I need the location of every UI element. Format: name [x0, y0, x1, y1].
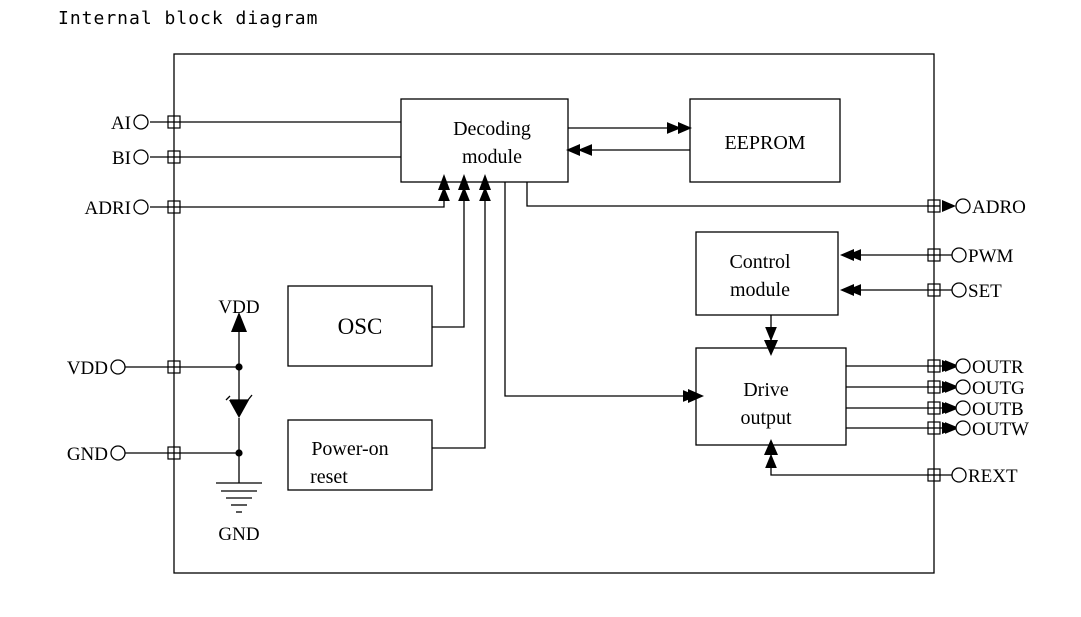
block-power-on-reset[interactable]: Power-on reset: [287, 419, 433, 491]
boundary-pad-rext: [927, 468, 941, 482]
arrowhead-adro-out: [942, 200, 956, 212]
block-label-por-1: Power-on: [311, 438, 388, 460]
wire-decoding-to-drive: [504, 182, 698, 402]
pin-ai[interactable]: [133, 114, 181, 130]
block-label-control-2: module: [730, 279, 790, 301]
vdd-rail-label: VDD: [218, 297, 259, 318]
block-label-drive-2: output: [740, 407, 792, 429]
arrowhead-adri-into-decoding: [438, 174, 450, 190]
pin-outb[interactable]: [955, 400, 971, 416]
arrowhead-decoding-into-eeprom: [678, 122, 692, 134]
pin-set[interactable]: [951, 282, 967, 298]
boundary-pad-set: [927, 283, 941, 297]
boundary-pad-outg: [927, 380, 941, 394]
pin-label-rext: REXT: [968, 466, 1018, 487]
pin-label-vdd: VDD: [67, 358, 108, 379]
arrowhead-outb-out: [942, 402, 956, 414]
pin-label-outr: OUTR: [972, 357, 1024, 378]
arrowhead-por-into-decoding: [479, 174, 491, 190]
pin-pwm[interactable]: [951, 247, 967, 263]
arrowhead-outw-out: [942, 422, 956, 434]
arrowhead-set-into-control: [840, 284, 854, 296]
pin-gnd[interactable]: [110, 445, 243, 461]
pin-label-adri: ADRI: [85, 198, 131, 219]
arrowhead-osc-into-decoding: [458, 174, 470, 190]
block-label-por-2: reset: [310, 466, 348, 488]
arrowhead-decoding-into-drive: [688, 389, 704, 403]
block-osc[interactable]: OSC: [287, 285, 433, 367]
arrowhead-rext-into-drive: [764, 439, 778, 455]
pin-vdd[interactable]: [110, 359, 243, 375]
pin-label-outb: OUTB: [972, 399, 1024, 420]
wire-adri: [150, 186, 450, 208]
pin-label-outw: OUTW: [972, 419, 1029, 440]
pin-adri[interactable]: [133, 199, 181, 215]
block-drive-output[interactable]: Drive output: [695, 347, 847, 446]
ground-symbol-icon: [216, 453, 262, 513]
pin-adro[interactable]: [955, 198, 971, 214]
arrowhead-outg-out: [942, 381, 956, 393]
pin-bi[interactable]: [133, 149, 181, 165]
block-label-drive-1: Drive: [743, 379, 789, 401]
pin-label-set: SET: [968, 281, 1002, 302]
boundary-pad-adro: [927, 199, 941, 213]
block-decoding-module[interactable]: Decoding module: [400, 98, 569, 183]
pin-outg[interactable]: [955, 379, 971, 395]
block-label-control-1: Control: [729, 251, 791, 273]
pin-outw[interactable]: [955, 420, 971, 436]
pin-label-pwm: PWM: [968, 246, 1014, 267]
arrowhead-eeprom-into-decoding: [566, 144, 580, 156]
wire-por-to-decoding: [432, 186, 491, 449]
boundary-pad-outw: [927, 421, 941, 435]
wire-rext: [765, 453, 952, 476]
pin-label-ai: AI: [111, 113, 131, 134]
pin-rext[interactable]: [951, 467, 967, 483]
page-title: Internal block diagram: [58, 8, 319, 29]
block-label-decoding-1: Decoding: [453, 118, 531, 140]
wire-osc-to-decoding: [432, 186, 470, 328]
zener-diode-icon: [225, 367, 253, 453]
pin-label-outg: OUTG: [972, 378, 1025, 399]
vdd-supply-arrow-icon: [231, 312, 247, 367]
arrowhead-control-into-drive: [764, 340, 778, 356]
gnd-rail-label: GND: [218, 524, 259, 545]
block-control-module[interactable]: Control module: [695, 231, 839, 316]
arrowhead-pwm-into-control: [840, 249, 854, 261]
block-eeprom[interactable]: EEPROM: [689, 98, 841, 183]
block-label-decoding-2: module: [462, 146, 522, 168]
pin-label-gnd: GND: [67, 444, 108, 465]
block-label-osc: OSC: [338, 314, 383, 339]
arrowhead-outr-out: [942, 360, 956, 372]
boundary-pad-outr: [927, 359, 941, 373]
boundary-pad-outb: [927, 401, 941, 415]
block-label-eeprom: EEPROM: [724, 132, 805, 154]
boundary-pad-pwm: [927, 248, 941, 262]
pin-label-adro: ADRO: [972, 197, 1026, 218]
pin-label-bi: BI: [112, 148, 131, 169]
pin-outr[interactable]: [955, 358, 971, 374]
wire-decoding-to-adro: [526, 182, 934, 207]
